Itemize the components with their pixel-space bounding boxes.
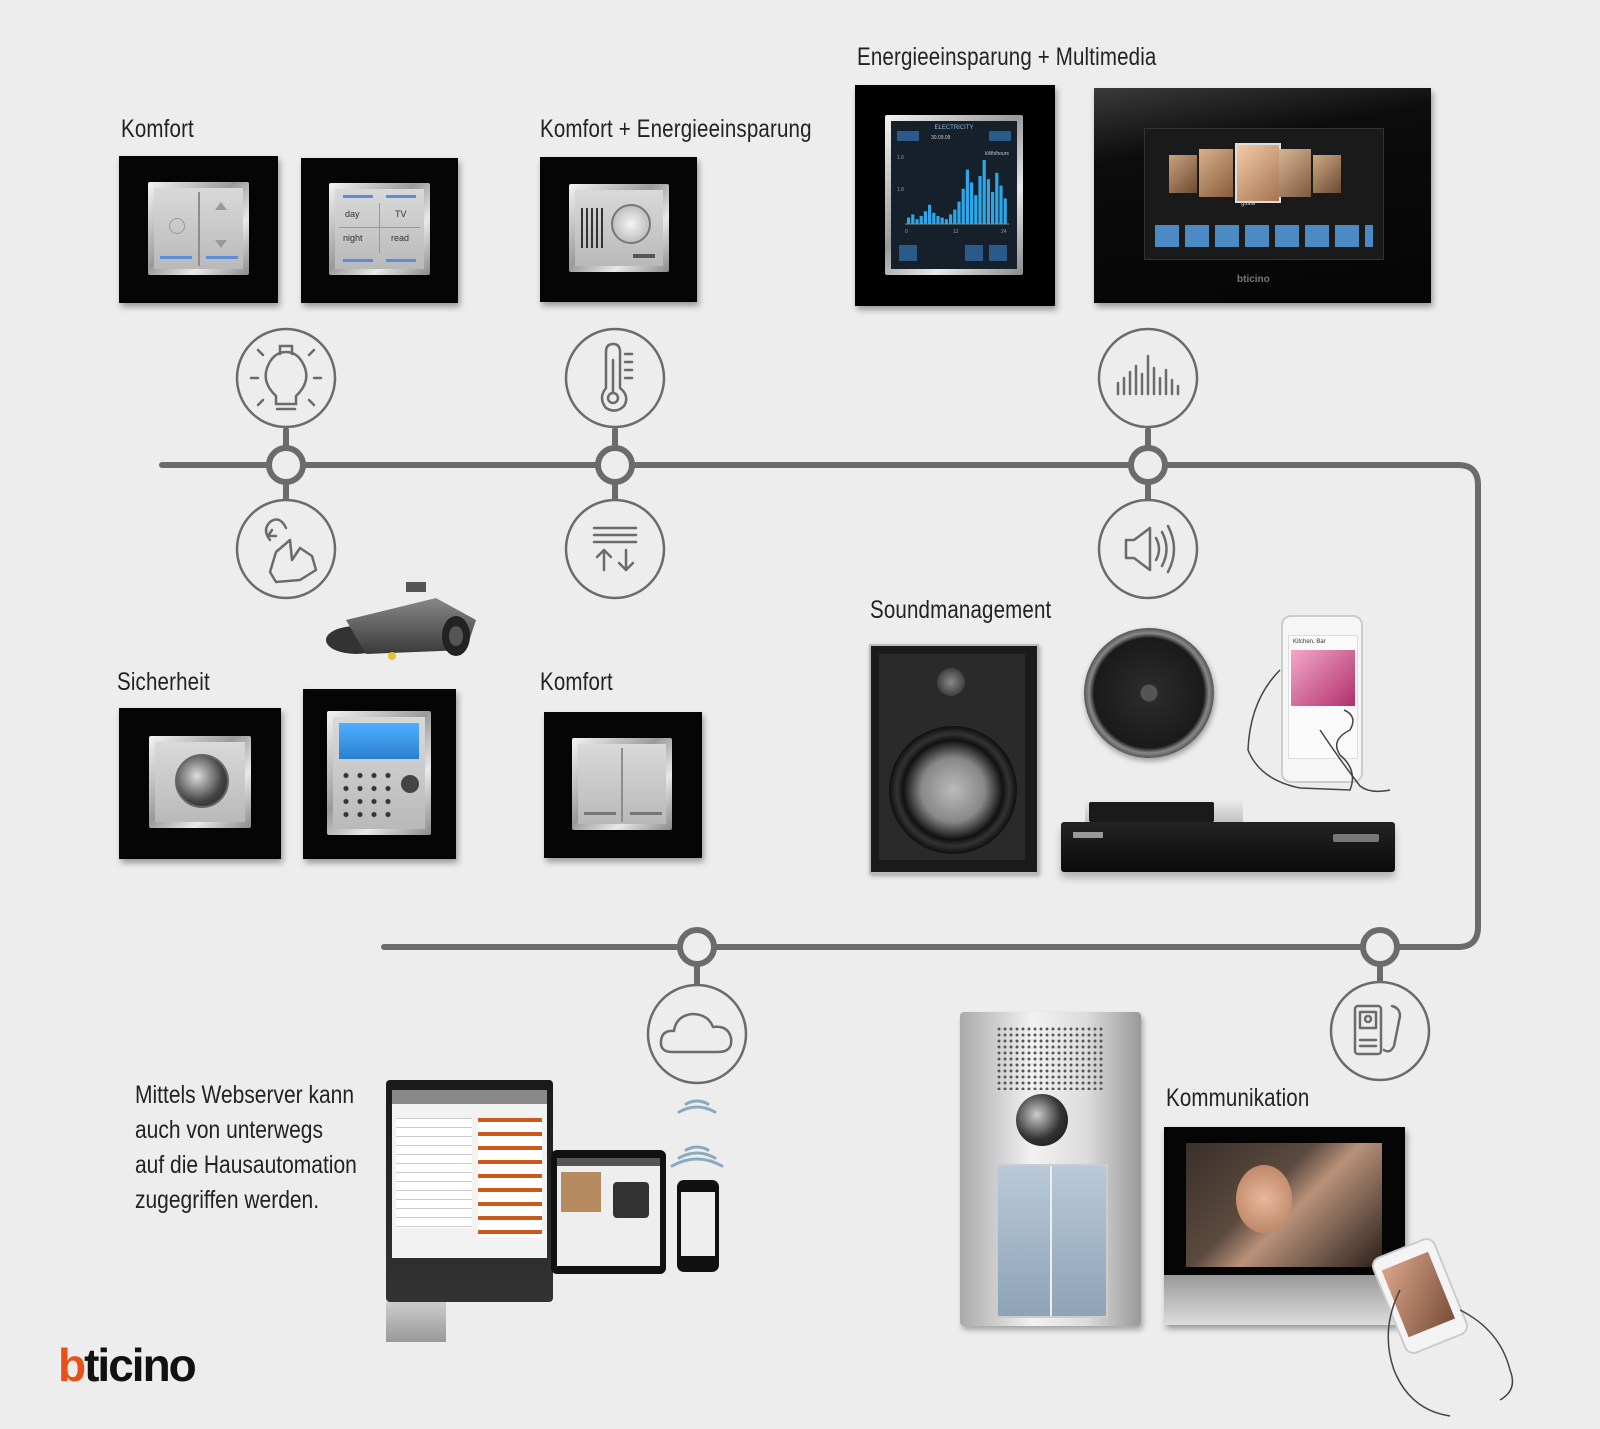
energy-bar <box>944 219 948 224</box>
energy-bar <box>932 212 936 224</box>
energy-bar <box>957 201 961 224</box>
cloud-icon <box>659 1012 733 1054</box>
energy-bar <box>995 172 999 224</box>
thermostat-device <box>540 157 697 302</box>
label-kommunikation: Kommunikation <box>1166 1084 1310 1112</box>
motion-detector <box>119 708 281 859</box>
tablet <box>551 1150 666 1274</box>
desktop-monitor <box>386 1080 553 1302</box>
security-camera <box>326 582 476 660</box>
energy-bar <box>949 214 953 224</box>
key-tv: TV <box>395 209 407 219</box>
ceiling-speaker <box>1084 628 1214 758</box>
keypad-display <box>339 723 419 759</box>
smartphone-app: Kitchen, Bar <box>1281 615 1363 783</box>
svg-text:24: 24 <box>1001 229 1007 235</box>
label-soundmanagement: Soundmanagement <box>870 596 1052 624</box>
energy-bar <box>911 214 915 224</box>
intercom-icon <box>1353 1004 1402 1056</box>
bus-node <box>1128 445 1168 485</box>
switch-komfort-scenes: day TV night read <box>301 158 458 303</box>
arrow-down-icon <box>215 240 227 248</box>
energy-bar <box>965 169 969 224</box>
svg-text:1.8: 1.8 <box>897 187 904 193</box>
energy-bar <box>978 176 982 224</box>
bus-line <box>159 462 1481 950</box>
energy-display-device: ELECTRICITY 30.09.09 kWh/hours 1.6 1.8 0… <box>855 85 1055 306</box>
svg-text:12: 12 <box>953 229 959 235</box>
video-monitor <box>1164 1127 1405 1325</box>
energy-bar <box>936 216 940 224</box>
energy-bar <box>928 204 932 224</box>
svg-text:ELECTRICITY: ELECTRICITY <box>934 125 973 131</box>
multimedia-touchscreen: giulia bticino <box>1094 88 1431 303</box>
switch-komfort-1 <box>119 156 278 303</box>
energy-bar <box>919 216 923 224</box>
key-read: read <box>391 233 410 243</box>
energy-bar <box>974 195 978 224</box>
light-bulb-icon <box>249 344 323 411</box>
photo-label: giulia <box>1241 201 1256 207</box>
switch-komfort-2 <box>544 712 702 858</box>
streamer-box <box>1085 798 1243 826</box>
energy-bar <box>907 217 911 224</box>
label-sicherheit: Sicherheit <box>117 668 210 696</box>
wifi-icon <box>670 1099 724 1168</box>
arrow-up-icon <box>215 202 227 210</box>
svg-text:1.6: 1.6 <box>897 155 904 161</box>
speaker-icon <box>1124 524 1176 574</box>
label-komfort-top: Komfort <box>121 115 194 143</box>
energy-bar <box>915 219 919 224</box>
webserver-caption: Mittels Webserver kann auch von unterweg… <box>135 1081 357 1214</box>
key-day: day <box>345 209 360 219</box>
alarm-keypad <box>303 689 456 859</box>
door-entry-panel <box>960 1012 1141 1326</box>
sun-icon <box>169 218 185 234</box>
energy-bar <box>1003 198 1007 224</box>
bus-node <box>1360 927 1400 967</box>
energy-bar <box>986 179 990 224</box>
hand-gesture-icon <box>264 518 318 584</box>
app-title: Kitchen, Bar <box>1293 639 1326 645</box>
audio-amplifier <box>1061 822 1395 872</box>
bticino-logo: bticino <box>58 1339 197 1391</box>
hand-holding-phone <box>1247 669 1391 793</box>
equalizer-icon <box>1116 354 1180 396</box>
bus-node <box>677 927 717 967</box>
label-komfort-energie: Komfort + Energieeinsparung <box>540 115 812 143</box>
energy-bar <box>982 160 986 224</box>
energy-bar <box>953 209 957 224</box>
svg-text:30.09.09: 30.09.09 <box>931 135 951 141</box>
energy-bar <box>940 217 944 224</box>
shutter-arrows-icon <box>592 526 638 572</box>
key-night: night <box>343 233 363 243</box>
label-komfort-mid: Komfort <box>540 668 613 696</box>
energy-bar <box>923 211 927 224</box>
bus-node <box>266 445 306 485</box>
wall-speaker <box>869 644 1039 874</box>
thermometer-icon <box>600 342 634 412</box>
svg-text:kWh/hours: kWh/hours <box>985 151 1009 157</box>
hand-holding-phone-video <box>1387 1289 1514 1417</box>
energy-bar <box>961 188 965 224</box>
phone-small <box>677 1180 719 1272</box>
label-energie-multimedia: Energieeinsparung + Multimedia <box>857 43 1157 71</box>
energy-bar <box>970 182 974 224</box>
thermostat-dial <box>611 204 651 244</box>
touchscreen-brand: bticino <box>1237 274 1270 285</box>
svg-text:0: 0 <box>905 229 908 235</box>
energy-bar <box>999 185 1003 224</box>
sensor-dome <box>175 754 229 808</box>
energy-chart: ELECTRICITY 30.09.09 kWh/hours 1.6 1.8 0… <box>897 125 1011 261</box>
energy-bar <box>991 192 995 224</box>
bus-node <box>595 445 635 485</box>
